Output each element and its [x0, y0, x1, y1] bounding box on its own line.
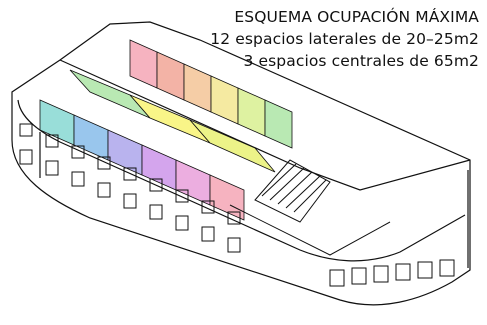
window-rows	[19, 123, 455, 287]
window-lower-9	[227, 237, 241, 253]
window-upper-7	[175, 189, 189, 203]
central-staircase	[229, 159, 391, 256]
zone-back-6	[264, 99, 293, 149]
title-line-1: ESQUEMA OCUPACIÓN MÁXIMA	[234, 8, 479, 26]
zone-front-6	[209, 174, 245, 221]
zone-back-4	[210, 75, 239, 125]
window-right-2	[351, 267, 367, 285]
window-right-6	[439, 259, 455, 277]
window-upper-4	[97, 156, 111, 170]
zone-back-1	[129, 39, 158, 89]
occupancy-zones	[39, 39, 293, 221]
window-lower-3	[71, 171, 85, 187]
window-upper-3	[71, 145, 85, 159]
window-right-4	[395, 263, 411, 281]
window-upper-8	[201, 200, 215, 214]
zone-front-4	[141, 144, 177, 191]
window-right-1	[329, 269, 345, 287]
building-outline	[11, 21, 471, 306]
window-right-3	[373, 265, 389, 283]
zone-back-5	[237, 87, 266, 137]
zone-front-5	[175, 159, 211, 206]
window-lower-5	[123, 193, 137, 209]
window-lower-8	[201, 226, 215, 242]
window-lower-7	[175, 215, 189, 231]
window-upper-9	[227, 211, 241, 225]
zone-front-2	[73, 114, 109, 161]
window-upper-1	[19, 123, 33, 137]
zone-back-2	[156, 51, 185, 101]
zone-center-3	[189, 119, 276, 173]
window-right-5	[417, 261, 433, 279]
title-line-2: 12 espacios laterales de 20–25m2	[210, 30, 479, 48]
title-line-3: 3 espacios centrales de 65m2	[243, 52, 479, 70]
window-upper-6	[149, 178, 163, 192]
title-block: ESQUEMA OCUPACIÓN MÁXIMA 12 espacios lat…	[210, 6, 479, 72]
zone-front-1	[39, 99, 75, 146]
window-upper-2	[45, 134, 59, 148]
window-lower-2	[45, 160, 59, 176]
window-lower-4	[97, 182, 111, 198]
window-lower-1	[19, 149, 33, 165]
window-upper-5	[123, 167, 137, 181]
window-lower-6	[149, 204, 163, 220]
zone-back-3	[183, 63, 212, 113]
